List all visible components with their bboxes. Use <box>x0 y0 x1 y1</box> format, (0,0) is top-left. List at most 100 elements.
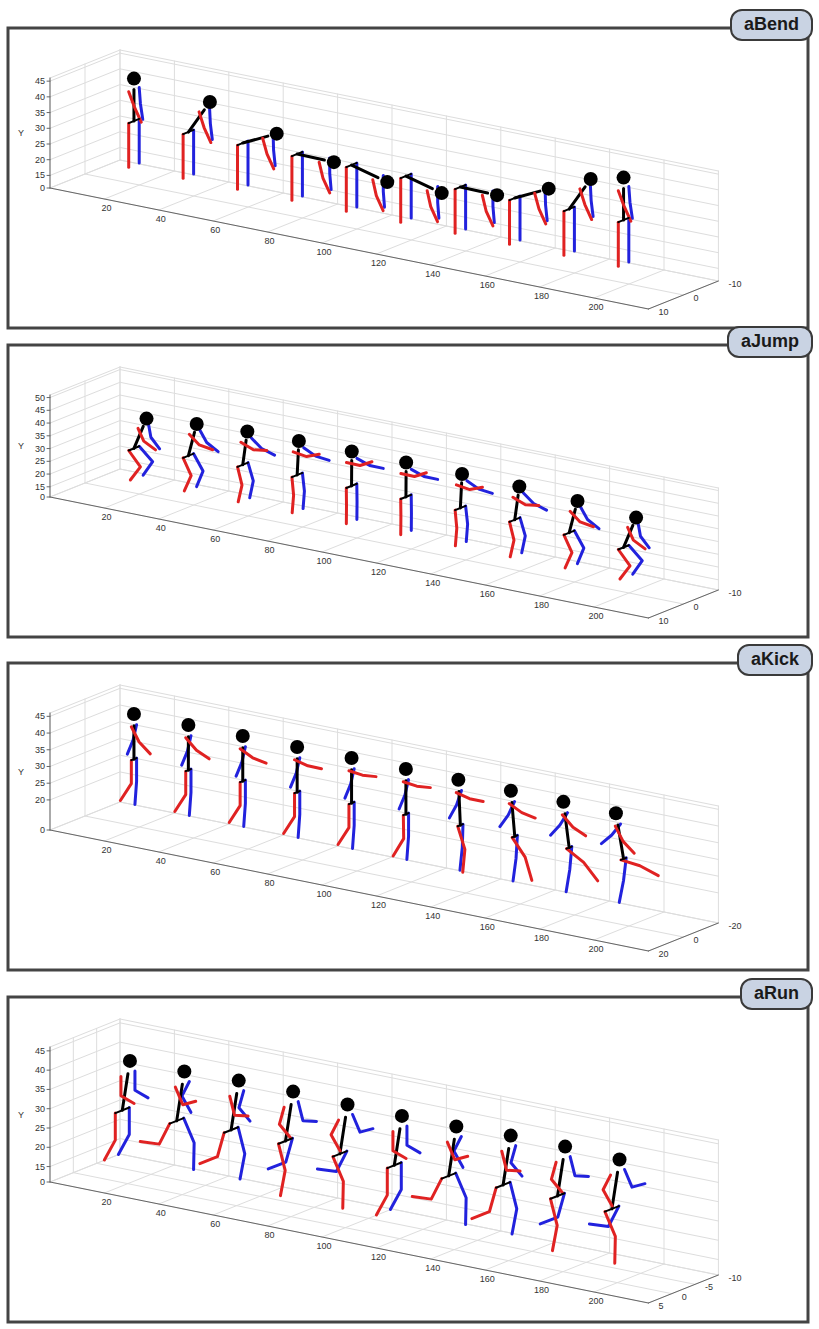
x-tick-label: 60 <box>210 1219 220 1230</box>
tick-mark <box>47 81 50 82</box>
left-leg <box>589 1206 618 1226</box>
pelvis <box>238 141 249 145</box>
panel-tab: aJump <box>727 326 813 358</box>
grid-line <box>159 1176 229 1204</box>
left-leg <box>519 196 522 240</box>
y-tick-label: 15 <box>35 1161 45 1172</box>
head <box>177 1064 191 1078</box>
y-tick-label: 35 <box>35 1084 45 1095</box>
y-tick-label: 35 <box>35 744 45 755</box>
right-leg <box>292 477 294 513</box>
y-tick-label: 30 <box>35 443 45 454</box>
x-tick-label: 160 <box>480 922 495 933</box>
left-leg <box>302 473 304 509</box>
grid-line <box>228 72 229 182</box>
tick-mark <box>47 1128 50 1129</box>
grid-line <box>120 382 718 503</box>
y-tick-label: 15 <box>35 170 45 181</box>
grid-line <box>485 1242 555 1270</box>
head <box>123 1054 137 1068</box>
torso <box>460 187 487 193</box>
grid-line <box>120 685 718 806</box>
right-arm <box>331 1120 340 1151</box>
head <box>345 751 359 765</box>
right-leg <box>472 1188 496 1219</box>
right-arm <box>603 1175 612 1206</box>
head <box>140 412 154 426</box>
z-tick-label: -10 <box>728 279 741 290</box>
head <box>629 511 643 525</box>
left-leg <box>189 769 191 815</box>
grid-line <box>120 755 718 876</box>
stick-figure <box>175 718 209 815</box>
axis-line <box>50 1182 648 1303</box>
right-leg <box>412 1179 441 1199</box>
grid-line <box>50 713 51 830</box>
right-leg <box>455 510 457 546</box>
head <box>609 806 623 820</box>
head <box>270 127 284 141</box>
pelvis <box>349 802 354 804</box>
right-arm <box>199 112 211 143</box>
x-tick-label: 40 <box>156 214 166 225</box>
head <box>584 172 598 186</box>
left-leg <box>466 506 468 542</box>
grid-line <box>120 50 718 171</box>
grid-line <box>431 1231 501 1259</box>
head <box>558 1140 572 1154</box>
y-tick-label: 20 <box>35 154 45 165</box>
right-leg <box>333 1157 343 1209</box>
pelvis <box>186 769 191 771</box>
grid-line <box>228 1041 229 1176</box>
stick-figure <box>618 511 649 579</box>
grid-line <box>648 1275 718 1303</box>
pelvis <box>455 506 466 510</box>
panel-tab-label: aKick <box>751 649 799 669</box>
y-tick-label: 30 <box>35 123 45 134</box>
left-leg <box>407 813 409 859</box>
pelvis <box>346 484 357 488</box>
y-tick-label: 20 <box>35 794 45 805</box>
stick-figure <box>393 762 430 859</box>
pelvis <box>510 518 521 522</box>
left-arm <box>407 1126 420 1153</box>
panel-frame <box>8 28 808 328</box>
grid-line <box>609 1118 610 1253</box>
y-tick-label: 30 <box>35 1103 45 1114</box>
panel-frame <box>8 345 808 637</box>
grid-line <box>120 685 121 802</box>
left-leg <box>192 130 195 174</box>
right-leg <box>175 771 186 811</box>
grid-line <box>120 1139 718 1260</box>
left-leg <box>353 802 355 848</box>
right-arm <box>628 527 646 548</box>
pelvis <box>564 531 575 535</box>
grid-line <box>120 685 121 802</box>
y-tick-label: 35 <box>35 430 45 441</box>
tick-mark <box>47 1070 50 1071</box>
x-tick-label: 40 <box>156 523 166 534</box>
panel-frame <box>8 663 808 970</box>
panel-tab: aBend <box>730 9 813 41</box>
tick-mark <box>47 1108 50 1109</box>
z-tick-label: 20 <box>658 949 668 960</box>
x-tick-label: 20 <box>101 203 111 214</box>
right-arm <box>240 749 266 763</box>
x-tick-label: 60 <box>210 534 220 545</box>
axis-line <box>648 590 718 618</box>
tick-mark <box>47 423 50 424</box>
grid-line <box>97 1163 695 1284</box>
right-leg <box>183 458 191 491</box>
stick-figure <box>345 445 384 524</box>
grid-line <box>120 408 718 529</box>
left-leg <box>139 446 152 475</box>
grid-line <box>85 64 86 174</box>
left-arm <box>590 185 593 217</box>
right-leg <box>567 849 598 881</box>
tick-mark <box>47 159 50 160</box>
grid-line <box>120 446 718 567</box>
grid-line <box>120 705 718 826</box>
tick-mark <box>47 749 50 750</box>
axis-line <box>50 78 51 188</box>
pelvis <box>512 835 517 837</box>
